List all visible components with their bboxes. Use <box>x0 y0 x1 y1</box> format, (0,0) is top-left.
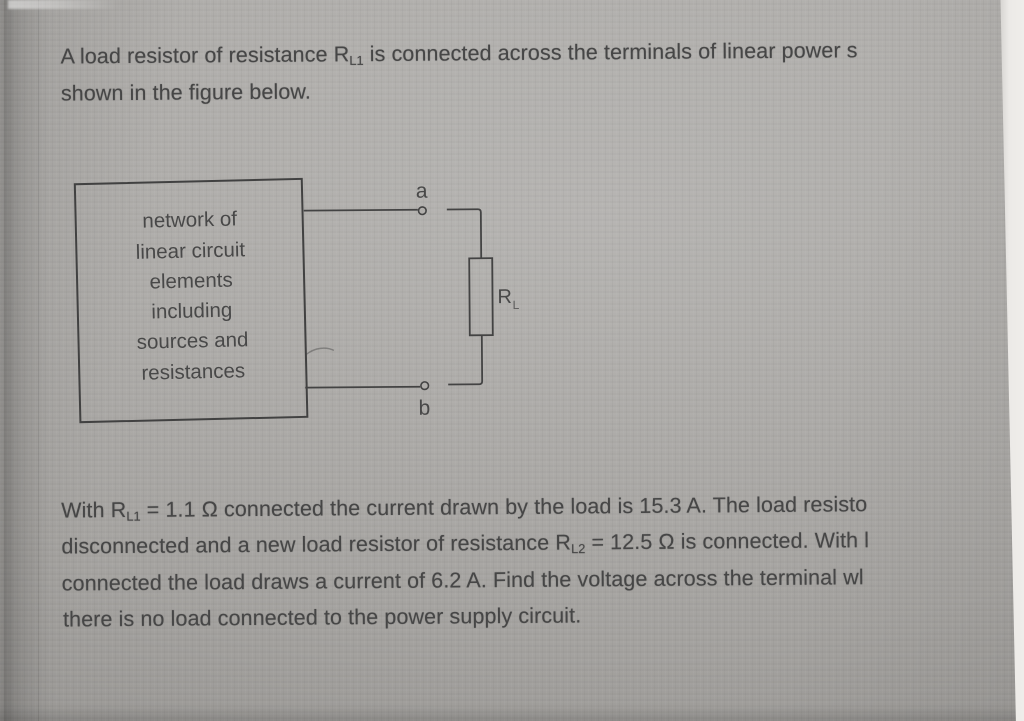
question-line-2-text: disconnected and a new load resistor of … <box>61 530 572 559</box>
statement-line-2: shown in the figure below. <box>61 80 311 107</box>
subscript-RL1-2: L1 <box>126 508 141 524</box>
stray-mark <box>305 347 335 356</box>
statement-line-1: A load resistor of resistance RL1 is con… <box>61 38 858 70</box>
question-line-1-cont: = 1.1 Ω connected the current drawn by t… <box>140 492 868 522</box>
question-line-3: connected the load draws a current of 6.… <box>62 565 864 596</box>
resistor-symbol <box>468 257 494 337</box>
question-line-4-text: there is no load connected to the power … <box>62 603 582 632</box>
circuit-figure: network of linear circuit elements inclu… <box>73 177 520 424</box>
bottom-wire <box>305 385 421 389</box>
statement-line-2-text: shown in the figure below. <box>60 79 311 106</box>
terminal-b-label: b <box>418 397 430 420</box>
load-resistor-label: R <box>497 286 512 308</box>
question-line-2-cont: = 12.5 Ω is connected. With l <box>585 528 870 555</box>
network-box-label-line: network of <box>142 207 237 232</box>
question-line-2: disconnected and a new load resistor of … <box>61 528 869 560</box>
network-box-label-line: including <box>151 299 232 324</box>
load-resistor-label-sub: L <box>513 298 520 312</box>
network-box-group: network of linear circuit elements inclu… <box>73 177 309 424</box>
subscript-RL1: L1 <box>349 52 364 68</box>
resistor-lead-top <box>446 208 483 259</box>
statement-line-1-cont: is connected across the terminals of lin… <box>363 38 858 67</box>
question-paragraph: With RL1 = 1.1 Ω connected the current d… <box>0 0 1021 631</box>
resistor-lead-bottom <box>448 335 484 386</box>
question-line-1: With RL1 = 1.1 Ω connected the current d… <box>61 492 867 524</box>
terminal-a-label: a <box>416 180 428 203</box>
network-box-label-line: sources and <box>136 328 248 354</box>
terminal-a-node <box>417 206 427 216</box>
statement-line-1-text: A load resistor of resistance R <box>60 42 350 69</box>
network-box <box>73 177 309 424</box>
network-box-label-line: resistances <box>141 359 245 384</box>
question-line-4: there is no load connected to the power … <box>63 603 581 632</box>
network-box-label-line: linear circuit <box>135 238 245 264</box>
question-line-1-text: With R <box>61 498 127 523</box>
terminal-b-node <box>420 381 430 391</box>
network-box-label-line: elements <box>149 269 233 294</box>
question-line-3-text: connected the load draws a current of 6.… <box>61 564 864 596</box>
top-wire <box>303 208 418 212</box>
subscript-RL2: L2 <box>570 541 586 557</box>
problem-statement: A load resistor of resistance RL1 is con… <box>0 0 1021 105</box>
